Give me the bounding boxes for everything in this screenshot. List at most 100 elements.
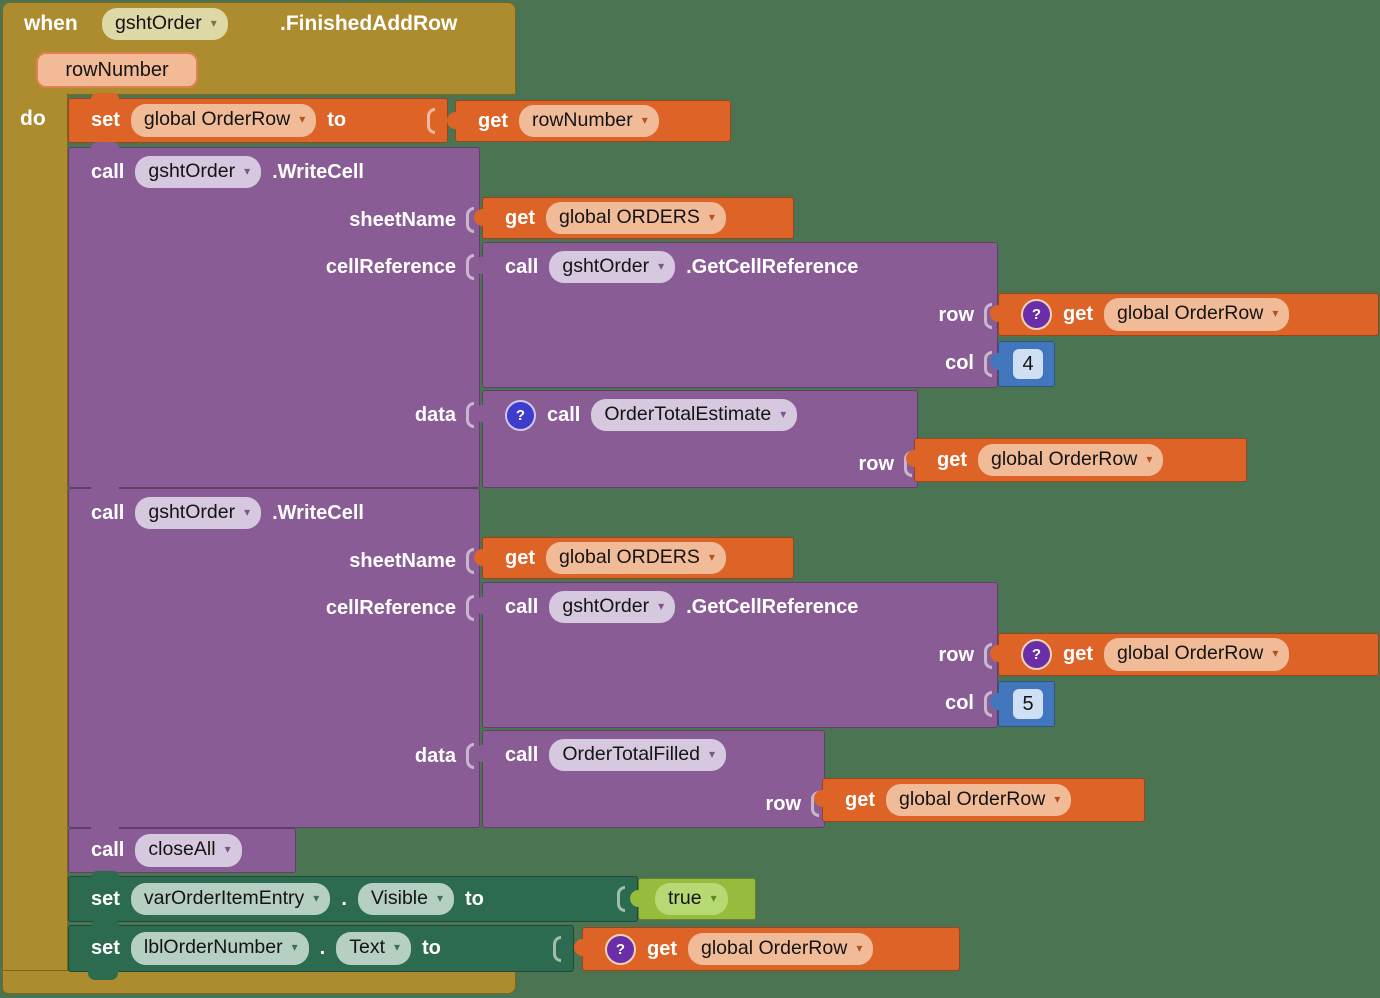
number-block[interactable]: 4 (990, 341, 1055, 387)
number-block[interactable]: 5 (990, 681, 1055, 727)
variable-dropdown[interactable]: global OrderRow ▾ (886, 783, 1072, 817)
dropdown-arrow-icon: ▾ (244, 163, 251, 178)
when-event-block-left-column[interactable] (2, 93, 68, 973)
to-keyword: to (327, 109, 347, 131)
component-dropdown[interactable]: gshtOrder ▾ (135, 155, 262, 189)
value-socket (466, 402, 474, 428)
property-name: Visible (370, 886, 428, 909)
component-dropdown[interactable]: gshtOrder ▾ (549, 590, 676, 624)
variable-name: global OrderRow (701, 936, 848, 959)
warning-badge-icon[interactable]: ? (1021, 299, 1052, 330)
get-global-orderrow-block[interactable]: get global OrderRow ▾ (814, 778, 1145, 822)
procedure-dropdown[interactable]: closeAll ▾ (135, 834, 242, 867)
set-text-property-block[interactable]: set lblOrderNumber ▾ . Text ▾ to (68, 920, 574, 972)
set-keyword: set (91, 887, 120, 910)
event-component-dropdown[interactable]: gshtOrder ▾ (102, 8, 228, 41)
param-label-data: data (415, 391, 474, 439)
dropdown-arrow-icon: ▾ (641, 112, 648, 127)
call-keyword: call (505, 255, 539, 278)
set-global-orderrow-block[interactable]: set global OrderRow ▾ to (68, 93, 448, 143)
component-dropdown[interactable]: gshtOrder ▾ (549, 250, 676, 284)
dropdown-arrow-icon: ▾ (291, 940, 298, 955)
variable-dropdown[interactable]: global OrderRow ▾ (688, 932, 874, 966)
param-label-row: row (938, 633, 992, 678)
when-event-block-bottom-bar[interactable] (2, 970, 516, 994)
dropdown-arrow-icon: ▾ (658, 258, 665, 273)
dropdown-arrow-icon: ▾ (780, 406, 787, 421)
variable-dropdown[interactable]: global OrderRow ▾ (1104, 298, 1290, 331)
number-field[interactable]: 4 (1013, 349, 1043, 379)
call-keyword: call (547, 403, 581, 426)
call-getcellreference-block-2[interactable]: call gshtOrder ▾ .GetCellReference row c… (474, 582, 998, 728)
event-name: .FinishedAddRow (280, 12, 458, 35)
variable-dropdown[interactable]: global ORDERS ▾ (546, 201, 726, 235)
method-name: .WriteCell (272, 160, 364, 183)
get-global-orderrow-block[interactable]: get global OrderRow ▾ (906, 438, 1247, 482)
dropdown-arrow-icon: ▾ (224, 842, 231, 857)
param-label-data: data (415, 732, 474, 780)
variable-dropdown[interactable]: global OrderRow ▾ (1104, 638, 1290, 671)
event-component-name: gshtOrder (115, 12, 202, 34)
value-socket (984, 642, 992, 669)
param-label-row: row (858, 441, 912, 487)
variable-dropdown[interactable]: rowNumber ▾ (519, 104, 659, 138)
call-keyword: call (505, 595, 539, 618)
property-dropdown[interactable]: Text ▾ (336, 932, 412, 965)
get-global-orders-block[interactable]: get global ORDERS ▾ (474, 537, 794, 579)
when-keyword: when (24, 12, 78, 35)
get-global-orderrow-block[interactable]: ? get global OrderRow ▾ (990, 293, 1379, 336)
get-keyword: get (1063, 303, 1093, 325)
param-label-cellreference: cellReference (326, 243, 474, 291)
dropdown-arrow-icon: ▾ (708, 549, 715, 564)
component-dropdown[interactable]: varOrderItemEntry ▾ (130, 882, 331, 916)
logic-true-block[interactable]: true ▾ (630, 878, 756, 920)
event-param-rowNumber[interactable]: rowNumber (36, 52, 198, 88)
call-closeall-block[interactable]: call closeAll ▾ (68, 823, 296, 873)
warning-badge-icon[interactable]: ? (605, 933, 636, 965)
dropdown-arrow-icon: ▾ (393, 940, 401, 955)
dropdown-arrow-icon: ▾ (299, 112, 306, 127)
dot-separator: . (341, 887, 347, 910)
value-socket (984, 350, 992, 377)
get-global-orderrow-block[interactable]: ? get global OrderRow ▾ (990, 633, 1379, 676)
logic-value-dropdown[interactable]: true ▾ (655, 882, 728, 916)
procedure-name: OrderTotalFilled (562, 742, 700, 765)
variable-name: global OrderRow (1117, 302, 1264, 325)
component-name: gshtOrder (562, 254, 650, 277)
method-name: .GetCellReference (686, 595, 859, 618)
call-getcellreference-block-1[interactable]: call gshtOrder ▾ .GetCellReference row c… (474, 242, 998, 388)
variable-name: global ORDERS (559, 205, 700, 228)
value-socket (553, 935, 561, 962)
value-socket (466, 254, 474, 280)
get-global-orderrow-block[interactable]: ? get global OrderRow ▾ (574, 927, 960, 971)
get-keyword: get (505, 546, 535, 569)
set-visible-property-block[interactable]: set varOrderItemEntry ▾ . Visible ▾ to (68, 871, 638, 922)
variable-dropdown[interactable]: global OrderRow ▾ (130, 104, 317, 137)
value-socket (617, 886, 625, 912)
get-keyword: get (845, 788, 875, 811)
param-label-row: row (765, 781, 819, 827)
component-dropdown[interactable]: gshtOrder ▾ (135, 496, 262, 530)
get-global-orders-block[interactable]: get global ORDERS ▾ (474, 197, 794, 239)
param-label-col: col (945, 340, 992, 387)
call-ordertotalestimate-block[interactable]: ? call OrderTotalEstimate ▾ row (474, 390, 918, 488)
get-rownumber-block[interactable]: get rowNumber ▾ (447, 100, 731, 142)
call-writecell-block-2[interactable]: call gshtOrder ▾ .WriteCell sheetName ce… (68, 483, 480, 828)
logic-value: true (668, 886, 702, 909)
call-keyword: call (91, 839, 125, 861)
procedure-dropdown[interactable]: OrderTotalEstimate ▾ (591, 398, 798, 432)
to-keyword: to (465, 887, 484, 910)
warning-badge-icon[interactable]: ? (505, 399, 536, 431)
variable-dropdown[interactable]: global OrderRow ▾ (978, 443, 1164, 477)
variable-name: global ORDERS (559, 545, 700, 568)
number-field[interactable]: 5 (1013, 689, 1043, 719)
call-ordertotalfilled-block[interactable]: call OrderTotalFilled ▾ row (474, 730, 825, 828)
variable-dropdown[interactable]: global ORDERS ▾ (546, 541, 726, 575)
warning-badge-icon[interactable]: ? (1021, 639, 1052, 670)
dropdown-arrow-icon: ▾ (244, 504, 251, 519)
component-dropdown[interactable]: lblOrderNumber ▾ (130, 932, 309, 965)
procedure-dropdown[interactable]: OrderTotalFilled ▾ (549, 738, 727, 772)
call-writecell-block-1[interactable]: call gshtOrder ▾ .WriteCell sheetName ce… (68, 142, 480, 488)
property-dropdown[interactable]: Visible ▾ (357, 882, 454, 916)
